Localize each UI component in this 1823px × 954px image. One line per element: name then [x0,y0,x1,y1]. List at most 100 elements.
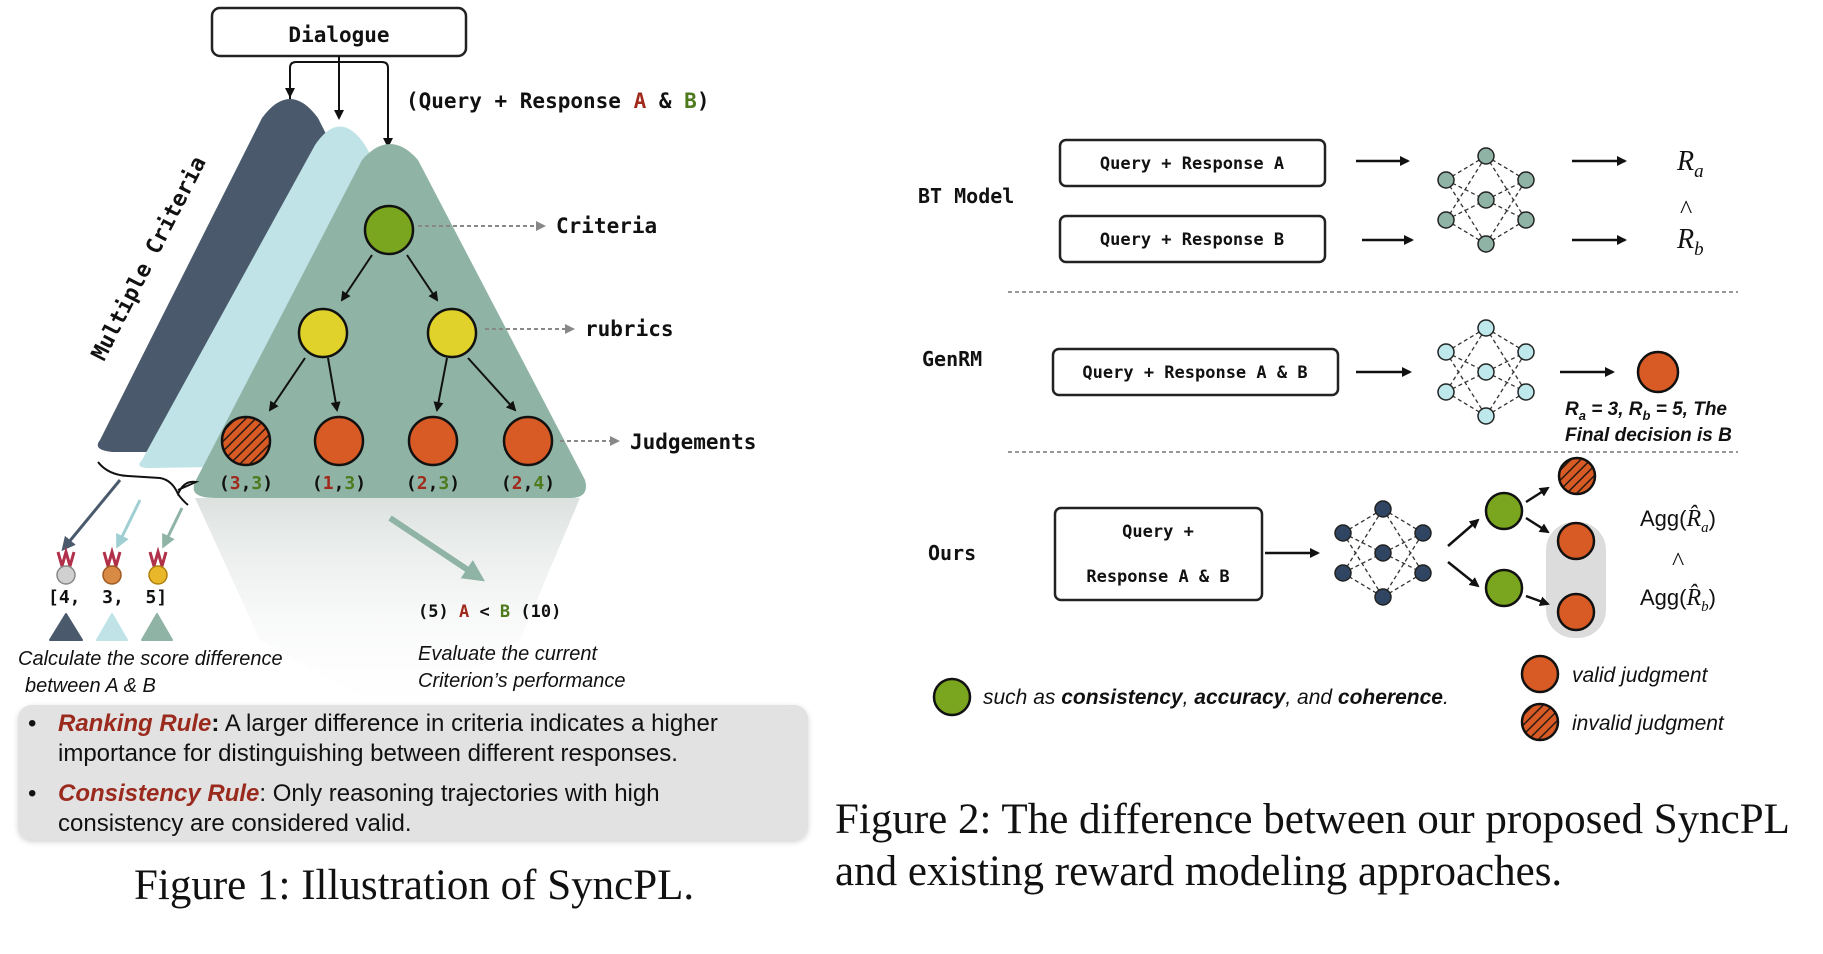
ours-box-line-1: Query + [1122,522,1194,542]
ours-box-line-2: Response A & B [1086,567,1229,587]
figure-2-caption-line-2: and existing reward modeling approaches. [835,848,1563,895]
legend-valid-text: valid judgment [1572,664,1709,687]
rubrics-label: rubrics [585,317,674,341]
evaluate-line-2: Criterion’s performance [418,670,626,692]
bottom-brace [97,461,200,506]
ours-judge-arrow-3 [1525,594,1550,606]
ours-invalid-judgment-node [1557,456,1597,496]
network-node [1437,383,1455,401]
genrm-box [1051,347,1340,397]
rank-values: [4, 3, 5] [48,587,167,608]
ranking-rule: • Ranking Rule: A larger difference in c… [28,709,778,769]
consistency-rule-text: : Only reasoning trajectories with high … [58,780,660,837]
network-node [1477,147,1495,165]
query-response-label: (Query + Response A & B) [406,89,709,113]
score-diff-line-2: between A & B [25,675,156,697]
tree-edge-4 [327,357,341,412]
network-node [1477,407,1495,425]
network-node [1517,343,1535,361]
network-edge [1485,327,1527,393]
criteria-label: Criteria [556,214,657,238]
network-node [1414,564,1432,582]
rules-box: • Ranking Rule: A larger difference in c… [18,705,808,840]
network-edge [1342,532,1384,598]
ranking-rule-text: A larger difference in criteria indicate… [58,710,718,767]
network-node [1477,319,1495,337]
network-edge [1445,327,1487,393]
evaluate-arrow [388,515,485,582]
figure-1-caption: Figure 1: Illustration of SyncPL. [134,862,695,909]
judgement-node-3 [407,415,459,467]
bt-wedge: ^ [1680,195,1692,224]
network-edge [1485,351,1527,417]
tree-edge-5 [433,357,448,412]
ours-valid-judgment-node-2 [1556,592,1596,632]
ours-wedge: ^ [1672,547,1684,576]
medal-bronze-icon [102,546,122,585]
network-edge [1445,179,1487,245]
mini-triangle-sage [141,613,173,641]
tree-edge-2 [406,254,439,302]
network-edge [1382,508,1424,574]
ranking-rule-bullet: • [28,710,37,737]
ours-valid-judgment-node-1 [1556,521,1596,561]
bt-box-a-label: Query + Response A [1100,154,1284,174]
consistency-rule-key: Consistency Rule [58,780,260,807]
network-edge [1485,155,1527,221]
legend-invalid-text: invalid judgment [1572,712,1725,735]
bt-box-b-label: Query + Response B [1100,230,1284,250]
legend-green-node-icon [932,677,972,717]
score-label-3: (2,3) [406,473,460,494]
ours-branch-down [1447,561,1480,588]
medal-gold-icon [148,546,168,585]
network-node [1517,383,1535,401]
ours-judge-arrow-2 [1525,516,1550,534]
legend-invalid-node-icon [1520,702,1560,742]
network-node [1437,211,1455,229]
dialogue-label: Dialogue [288,23,389,47]
network-node [1334,524,1352,542]
medal-arrow-sage [162,507,184,549]
network-node [1374,588,1392,606]
bt-network-icon [1437,147,1535,253]
bt-model-label: BT Model [918,184,1014,208]
criteria-node [363,204,415,256]
ours-judge-arrow-1 [1525,486,1550,504]
network-node [1334,564,1352,582]
ranking-rule-key: Ranking Rule [58,710,212,737]
network-node [1517,211,1535,229]
ra-label: Ra [1676,146,1704,182]
ours-branch-up [1447,518,1480,547]
ours-label: Ours [928,541,976,565]
network-node [1414,524,1432,542]
legend-valid-node-icon [1520,654,1560,694]
network-node [1477,235,1495,253]
score-label-4: (2,4) [501,473,555,494]
network-node [1477,363,1495,381]
tree-edge-6 [467,357,517,412]
tree-edge-1 [340,254,373,302]
network-node [1374,500,1392,518]
judgement-node-4 [502,415,554,467]
genrm-result-line-1: Ra = 3, Rb = 5, The [1565,399,1727,423]
medal-arrow-cyan [116,499,142,549]
network-edge [1342,508,1384,574]
network-node [1477,191,1495,209]
network-edge [1445,351,1487,417]
network-node [1517,171,1535,189]
genrm-label: GenRM [922,347,982,371]
mini-triangle-dark [49,613,83,641]
medal-silver-icon [56,546,76,585]
pyramid-reflection [195,498,580,720]
medal-arrow-dark [61,479,122,552]
rubric-node-right [426,307,478,359]
ours-box [1053,506,1264,602]
figure-1: Dialogue (Query + Response A & B) Multip… [18,6,756,720]
network-edge [1382,532,1424,598]
compare-label: (5) A < B (10) [418,602,561,622]
score-label-2: (1,3) [312,473,366,494]
network-node [1374,544,1392,562]
score-label-1: (3,3) [219,473,273,494]
mini-triangle-cyan [96,613,128,641]
ours-criteria-node-top [1484,491,1524,531]
